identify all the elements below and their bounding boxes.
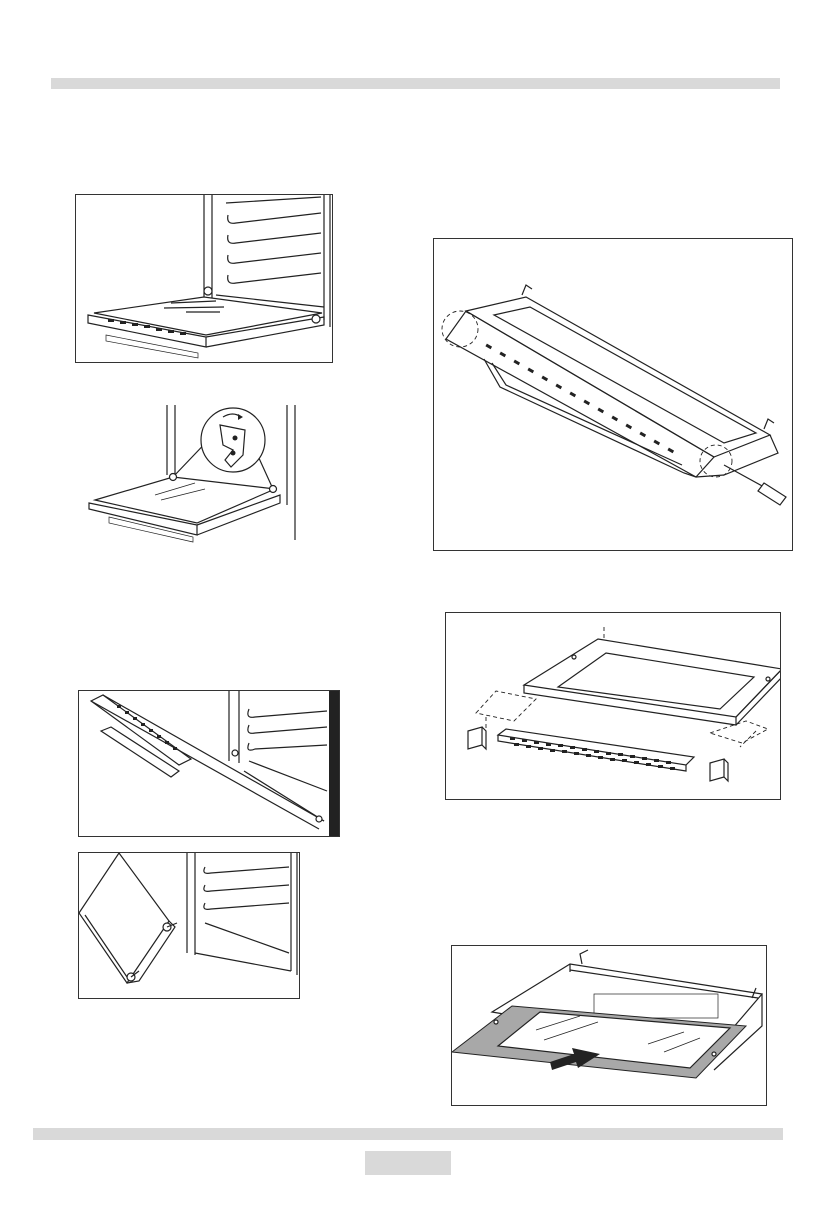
door-tilt-illustration	[79, 691, 339, 836]
figure-door-profile-exploded	[445, 612, 781, 800]
page-number-tab	[365, 1151, 451, 1175]
header-bar	[51, 78, 780, 89]
glass-panel-removal-illustration	[452, 946, 766, 1105]
hinge-clip-detail-illustration	[75, 405, 331, 545]
screwdriver-door-illustration	[434, 239, 792, 550]
figure-door-tilted	[78, 690, 340, 837]
footer-bar	[33, 1128, 783, 1140]
figure-door-lifted-off	[78, 852, 300, 999]
oven-open-door-illustration	[76, 195, 332, 362]
figure-inner-glass-removal	[451, 945, 767, 1106]
door-lift-off-illustration	[79, 853, 299, 998]
figure-door-profile-screwdriver	[433, 238, 793, 551]
exploded-door-parts-illustration	[446, 613, 780, 799]
figure-oven-door-open	[75, 194, 333, 363]
figure-hinge-lock-detail	[75, 405, 331, 545]
